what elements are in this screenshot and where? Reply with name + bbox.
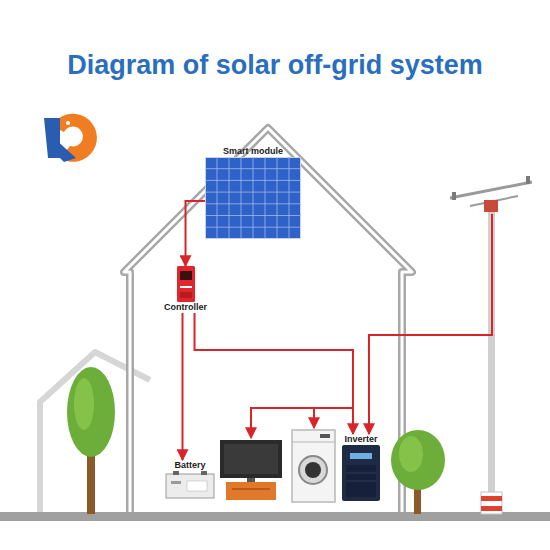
inverter: Inverter xyxy=(342,434,380,501)
power-wire xyxy=(182,313,184,460)
solar-panel-icon xyxy=(205,157,301,239)
title: Diagram of solar off-grid system xyxy=(0,50,550,81)
appliance-wire xyxy=(251,408,353,438)
ground xyxy=(0,512,550,521)
inverter-icon xyxy=(342,445,380,501)
part-label: Battery xyxy=(165,460,215,471)
logo xyxy=(44,114,97,162)
part-label: Controller xyxy=(163,302,208,313)
part-label: Inverter xyxy=(342,434,380,445)
house-outline xyxy=(124,128,412,512)
tree xyxy=(67,367,115,514)
tree xyxy=(391,430,445,514)
charge-controller: Controller xyxy=(163,266,208,313)
tv xyxy=(220,440,282,500)
appliance-wire xyxy=(313,408,315,428)
part-label: Smart module xyxy=(205,146,301,157)
washing-machine xyxy=(292,430,335,502)
power-wire xyxy=(186,201,205,266)
power-wire xyxy=(195,313,353,434)
solar-panel: Smart module xyxy=(205,146,301,239)
battery: Battery xyxy=(165,460,215,499)
lamp-wire xyxy=(369,214,492,434)
charge-controller-icon xyxy=(163,266,208,302)
battery-icon xyxy=(165,471,215,499)
